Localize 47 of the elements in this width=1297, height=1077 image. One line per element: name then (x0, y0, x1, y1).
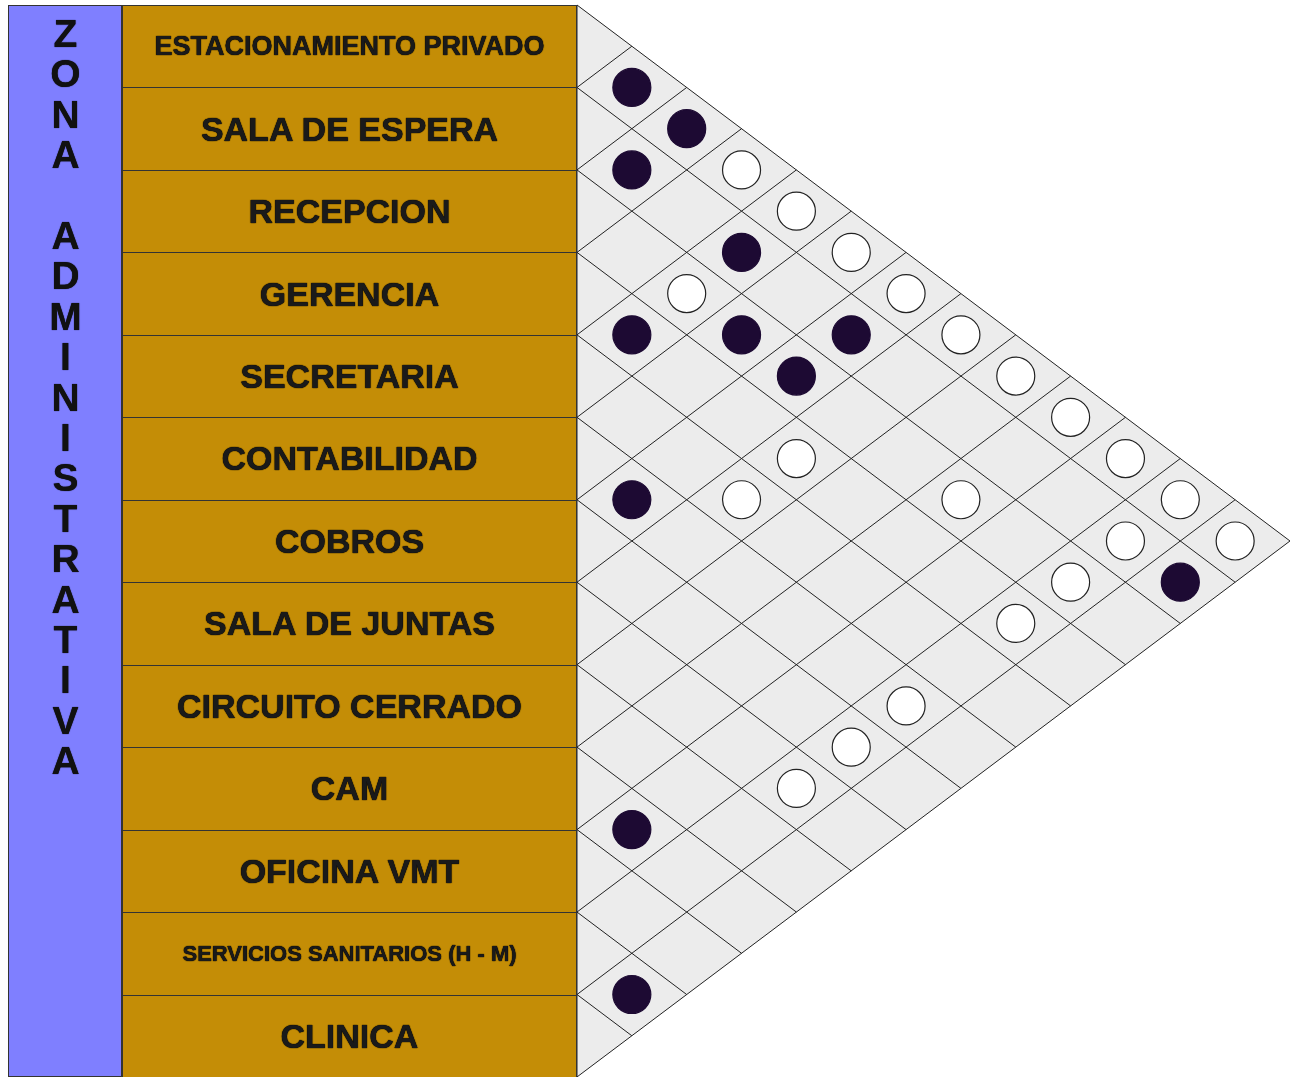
area-label: COBROS (122, 499, 577, 584)
weak-relation-ring (831, 727, 871, 767)
weak-relation-ring (1105, 438, 1146, 479)
area-label: CONTABILIDAD (122, 417, 577, 501)
area-label: GERENCIA (122, 252, 577, 336)
area-label: SALA DE JUNTAS (122, 582, 577, 666)
weak-relation-ring (886, 274, 926, 314)
weak-relation-ring (996, 356, 1036, 396)
area-label: CIRCUITO CERRADO (122, 664, 577, 749)
weak-relation-ring (721, 480, 762, 520)
strong-relation-dot (1160, 562, 1200, 602)
area-label: OFICINA VMT (122, 829, 577, 914)
strong-relation-dot (721, 232, 762, 272)
strong-relation-dot (776, 356, 816, 396)
weak-relation-ring (1051, 397, 1091, 437)
area-label: CAM (122, 747, 577, 831)
strong-relation-dot (612, 315, 652, 355)
zone-title: ZONA ADMINISTRATIVA (43, 12, 87, 780)
weak-relation-ring (996, 603, 1036, 644)
strong-relation-dot (612, 150, 652, 190)
weak-relation-ring (721, 150, 762, 190)
area-label: ESTACIONAMIENTO PRIVADO (122, 5, 577, 89)
weak-relation-ring (1051, 562, 1091, 602)
area-label: SECRETARIA (122, 334, 577, 419)
weak-relation-ring (1215, 521, 1255, 561)
area-label: SALA DE ESPERA (122, 87, 577, 171)
zone-band (8, 5, 122, 1077)
weak-relation-ring (776, 768, 816, 808)
weak-relation-ring (886, 686, 926, 726)
strong-relation-dot (667, 109, 707, 149)
weak-relation-ring (1160, 480, 1200, 520)
strong-relation-dot (612, 480, 652, 520)
weak-relation-ring (831, 232, 871, 272)
weak-relation-ring (776, 191, 816, 231)
weak-relation-ring (941, 315, 981, 355)
weak-relation-ring (941, 480, 981, 520)
strong-relation-dot (831, 315, 871, 355)
strong-relation-dot (721, 315, 762, 355)
area-label: CLINICA (122, 994, 577, 1077)
strong-relation-dot (612, 67, 652, 108)
weak-relation-ring (776, 438, 816, 479)
strong-relation-dot (612, 974, 652, 1015)
area-label: SERVICIOS SANITARIOS (H - M) (122, 912, 577, 996)
strong-relation-dot (612, 810, 652, 850)
weak-relation-ring (1105, 521, 1146, 561)
area-label: RECEPCION (122, 169, 577, 254)
weak-relation-ring (667, 274, 707, 314)
